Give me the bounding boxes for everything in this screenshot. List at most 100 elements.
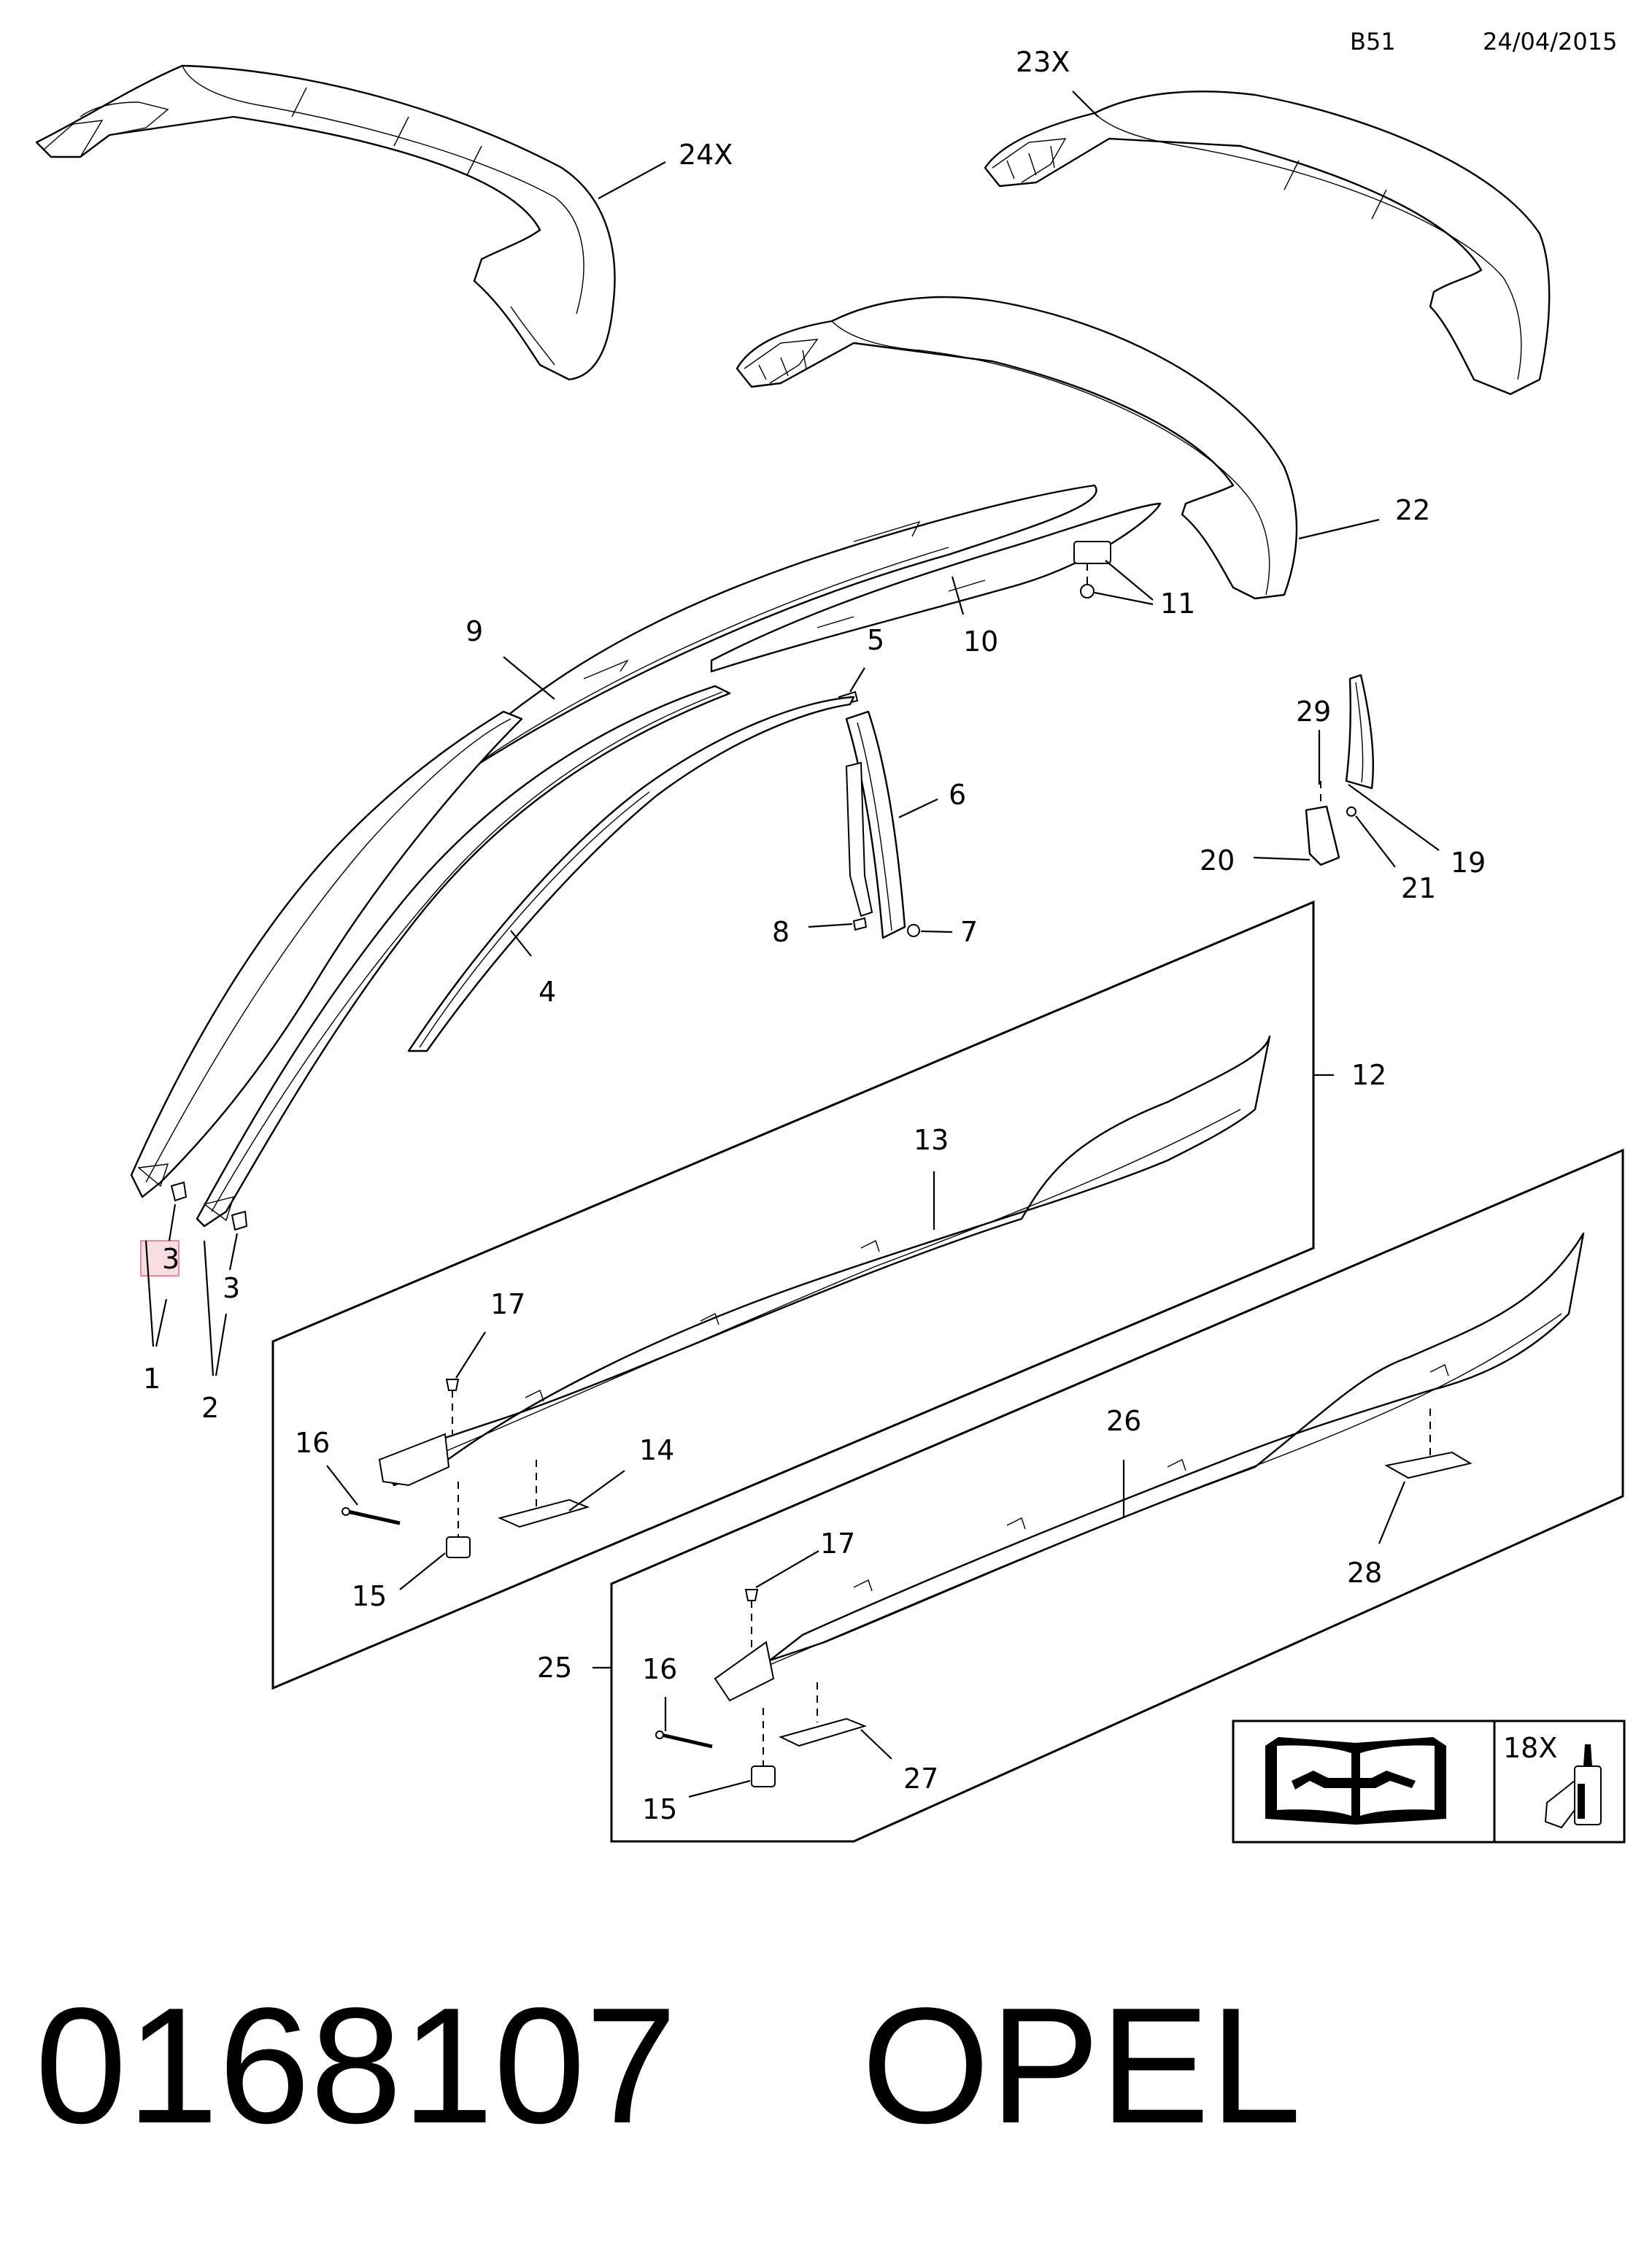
leader-6 xyxy=(898,798,938,818)
leader-3b xyxy=(228,1233,239,1271)
part-number: 0168107 xyxy=(35,1973,677,2157)
door-frame-moulding-1 xyxy=(130,710,523,1198)
rocker-moulding-13 xyxy=(378,1035,1271,1487)
callout-27: 27 xyxy=(903,1763,938,1795)
callout-4: 4 xyxy=(539,976,556,1008)
screw-16a xyxy=(341,1507,401,1525)
callout-8: 8 xyxy=(772,916,790,948)
parts-diagram: B51 24/04/2015 24X 23X 22 9 xyxy=(35,28,1626,1844)
callout-7: 7 xyxy=(960,916,978,948)
callout-2: 2 xyxy=(201,1392,219,1424)
callout-25: 25 xyxy=(537,1652,572,1684)
clip-3b xyxy=(231,1210,248,1231)
repair-manual-icon xyxy=(1265,1737,1446,1825)
leader-10 xyxy=(951,576,965,615)
callout-9: 9 xyxy=(466,615,483,647)
callout-5: 5 xyxy=(867,624,884,656)
spoiler-24x xyxy=(35,64,616,381)
group-code: B51 xyxy=(1350,28,1396,55)
callout-6: 6 xyxy=(949,779,966,811)
door-frame-moulding-2 xyxy=(196,685,731,1228)
callout-17a: 17 xyxy=(490,1288,525,1320)
callout-17b: 17 xyxy=(820,1528,855,1560)
push-pin-17a xyxy=(445,1379,460,1434)
nut-7 xyxy=(907,924,920,937)
leader-14 xyxy=(568,1470,625,1512)
leader-7 xyxy=(920,930,953,933)
callout-28: 28 xyxy=(1347,1557,1382,1589)
footer: 0168107 OPEL xyxy=(35,1971,1611,2160)
leader-21 xyxy=(1355,815,1396,868)
callout-14: 14 xyxy=(639,1434,674,1466)
callout-24x: 24X xyxy=(679,139,733,171)
diagram-date: 24/04/2015 xyxy=(1483,28,1617,55)
spoiler-23x xyxy=(984,91,1551,396)
leader-8 xyxy=(808,923,853,928)
leader-3a xyxy=(168,1204,177,1241)
leader-23x xyxy=(1072,91,1099,118)
leader-4 xyxy=(510,930,532,957)
callout-15a: 15 xyxy=(352,1580,387,1612)
leader-2b xyxy=(215,1313,228,1376)
retainer-14 xyxy=(497,1460,590,1528)
leader-17a xyxy=(455,1331,486,1379)
legend-box xyxy=(1232,1720,1626,1844)
callout-29: 29 xyxy=(1296,696,1331,728)
callout-16a: 16 xyxy=(295,1427,330,1459)
roof-moulding-9 xyxy=(439,484,1097,790)
window-channel-4 xyxy=(407,696,855,1052)
retainer-28 xyxy=(1384,1409,1472,1479)
leader-11a xyxy=(1105,560,1154,601)
clip-11 xyxy=(1073,541,1111,598)
callout-21: 21 xyxy=(1401,872,1436,904)
callout-15b: 15 xyxy=(642,1793,677,1825)
adhesive-tube-icon xyxy=(1544,1744,1602,1829)
leader-15a xyxy=(399,1552,446,1590)
leader-2a xyxy=(203,1240,215,1376)
pillar-applique-6 xyxy=(845,710,906,939)
leader-19 xyxy=(1348,784,1440,851)
callout-3a: 3 xyxy=(162,1243,180,1275)
leader-24x xyxy=(598,161,666,199)
retainer-27 xyxy=(779,1682,868,1747)
leader-17b xyxy=(755,1550,819,1588)
leader-1a xyxy=(144,1240,155,1347)
leader-5 xyxy=(849,667,865,693)
leader-9 xyxy=(503,656,555,700)
callout-20: 20 xyxy=(1200,844,1235,877)
brand-name: OPEL xyxy=(861,1973,1302,2157)
frame-25 xyxy=(610,1148,1624,1843)
clip-8 xyxy=(852,917,868,931)
callout-12: 12 xyxy=(1351,1059,1386,1091)
moulding-10 xyxy=(710,502,1162,673)
leader-1b xyxy=(155,1298,168,1347)
bracket-20 xyxy=(1305,805,1340,866)
callout-3b: 3 xyxy=(223,1272,240,1304)
leader-16a xyxy=(326,1465,358,1506)
clip-3a xyxy=(170,1181,188,1202)
screw-16b xyxy=(655,1730,713,1749)
screw-21 xyxy=(1346,806,1356,817)
callout-18x: 18X xyxy=(1503,1732,1557,1764)
callout-19: 19 xyxy=(1451,847,1486,879)
callout-23x: 23X xyxy=(1016,46,1070,78)
leader-15b xyxy=(688,1779,751,1798)
spoiler-22 xyxy=(736,296,1298,600)
callout-26: 26 xyxy=(1106,1405,1141,1437)
leader-28 xyxy=(1378,1481,1406,1544)
callout-1: 1 xyxy=(143,1363,161,1395)
clip-15b xyxy=(751,1708,776,1787)
mirror-cover-19 xyxy=(1345,674,1375,790)
leader-20 xyxy=(1253,856,1311,861)
leader-11b xyxy=(1094,591,1154,606)
callout-16b: 16 xyxy=(642,1653,677,1685)
callout-13: 13 xyxy=(914,1124,949,1156)
push-pin-17b xyxy=(744,1589,759,1649)
leader-22 xyxy=(1298,518,1380,540)
rocker-moulding-26 xyxy=(714,1232,1585,1702)
clip-15a xyxy=(446,1482,471,1558)
frame-12 xyxy=(271,900,1315,1690)
callout-11: 11 xyxy=(1160,588,1195,620)
leader-27 xyxy=(860,1729,892,1760)
callout-10: 10 xyxy=(963,625,998,658)
